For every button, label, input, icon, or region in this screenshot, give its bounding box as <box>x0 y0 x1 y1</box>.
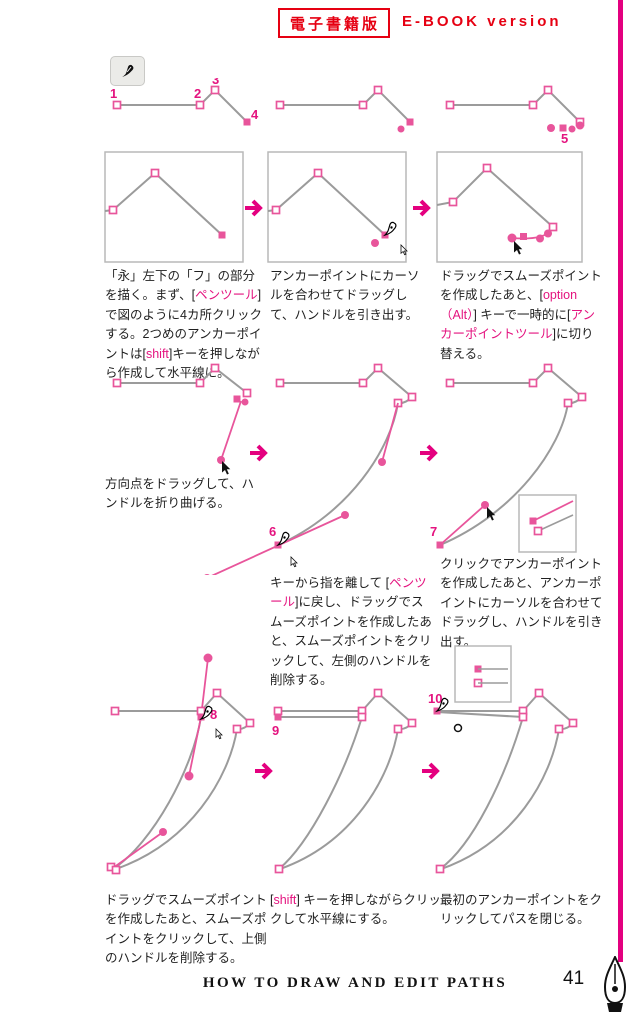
panel-smooth-point-8: 8 <box>106 653 255 875</box>
page-number: 41 <box>563 968 585 989</box>
caption-text: ] キーで一時的に[ <box>473 307 571 322</box>
caption-click-anchor: クリックでアンカーポイントを作成したあと、アンカーポイントにカーソルを合わせてド… <box>440 555 604 652</box>
caption-highlight: shift <box>273 893 297 907</box>
arrow-cursor-icon <box>222 461 231 475</box>
diagram-row-zoom-boxes <box>104 151 583 263</box>
right-arrow-icon <box>248 444 267 462</box>
caption-highlight: option（Alt） <box>440 288 578 322</box>
panel-drag-start <box>275 85 414 133</box>
ebook-version-label: E-BOOK version <box>402 13 562 30</box>
caption-highlight: ペンツール <box>195 288 258 303</box>
caption-text: アンカーポイントにカーソルを合わせてドラッグして、ハンドルを引き出す。 <box>270 269 420 322</box>
caption-text: ]キーを押しながら作成して水平線に。 <box>105 346 260 380</box>
running-title: HOW TO DRAW AND EDIT PATHS <box>202 975 508 991</box>
caption-text: ドラッグでスムーズポイントを作成したあと、[ <box>440 269 602 303</box>
caption-text: ]に戻し、ドラッグでスムーズポイントを作成したあと、スムーズポイントをクリックし… <box>270 595 432 687</box>
page-edge-rule <box>618 0 623 962</box>
caption-highlight: アンカーポイントツール <box>440 307 596 342</box>
caption-text: 方向点をドラッグして、ハンドルを折り曲げる。 <box>105 477 255 511</box>
step-label-5: 5 <box>561 131 568 146</box>
caption-highlight: shift <box>145 346 169 361</box>
right-arrow-icon <box>253 762 272 780</box>
zoom-box-drag <box>267 151 408 263</box>
caption-text: 「永」左下の「フ」の部分を描く。まず、[ <box>105 269 256 303</box>
right-arrow-icon <box>420 762 439 780</box>
pen-nib-cursor-icon <box>277 531 290 546</box>
panel-corner-point-7: 7 <box>430 363 587 553</box>
caption-smooth-point: キーから指を離して [ペンツール]に戻し、ドラッグでスムーズポイントを作成したあ… <box>270 574 434 690</box>
panel-handle-out-5: 5 <box>445 85 585 146</box>
zoom-box-path <box>104 151 244 263</box>
right-arrow-icon <box>243 199 262 217</box>
caption-text: ]に切り替える。 <box>440 327 594 361</box>
caption-text: クリックでアンカーポイントを作成したあと、アンカーポイントにカーソルを合わせてド… <box>440 557 603 649</box>
step-label-7: 7 <box>430 524 437 539</box>
step-label-4: 4 <box>251 107 259 122</box>
step-label-3: 3 <box>212 78 219 87</box>
step-label-10: 10 <box>428 691 442 706</box>
caption-text: ]で図のように4カ所クリックする。2つめのアンカーポイントは[ <box>105 288 262 361</box>
diagram-row-2: 6 7 <box>112 363 587 575</box>
caption-text: ] キーを押しながらクリックして水平線にする。 <box>270 893 441 927</box>
pen-tool-button <box>110 56 145 86</box>
caption-shift-click: [shift] キーを押しながらクリックして水平線にする。 <box>270 891 442 930</box>
caption-steps-1-4: 「永」左下の「フ」の部分を描く。まず、[ペンツール]で図のように4カ所クリックす… <box>105 267 265 383</box>
arrow-cursor-icon <box>290 556 298 568</box>
step-label-8: 8 <box>210 707 217 722</box>
caption-close-path: 最初のアンカーポイントをクリックしてパスを閉じる。 <box>440 891 608 930</box>
caption-text: [ <box>270 893 274 907</box>
caption-text: 最初のアンカーポイントをクリックしてパスを閉じる。 <box>440 893 603 927</box>
diagram-row-1: 1 2 3 4 5 <box>110 78 585 146</box>
caption-fold-handle: 方向点をドラッグして、ハンドルを折り曲げる。 <box>105 475 263 514</box>
pen-nib-icon <box>121 64 133 77</box>
panel-horizontal-close-9: 9 <box>272 688 417 874</box>
step-label-6: 6 <box>269 524 276 539</box>
inset-detail-box <box>454 645 512 703</box>
right-arrow-icon <box>418 444 437 462</box>
panel-close-path-10: 10 <box>428 645 578 874</box>
caption-drag-handle: アンカーポイントにカーソルを合わせてドラッグして、ハンドルを引き出す。 <box>270 267 430 325</box>
inset-detail-box <box>518 494 577 553</box>
caption-anchor-point-tool: ドラッグでスムーズポイントを作成したあと、[option（Alt）] キーで一時… <box>440 267 604 364</box>
step-label-9: 9 <box>272 723 279 738</box>
panel-clicks-1-4: 1 2 3 4 <box>110 78 259 126</box>
caption-delete-upper-handle: ドラッグでスムーズポイントを作成したあと、スムーズポイントをクリックして、上側の… <box>105 891 269 969</box>
panel-fold-handle <box>112 363 252 475</box>
caption-text: キーから指を離して [ <box>270 576 390 590</box>
ebook-badge: 電子書籍版 <box>278 8 391 38</box>
right-arrow-icon <box>411 199 430 217</box>
step-label-2: 2 <box>194 86 201 101</box>
caption-text: ドラッグでスムーズポイントを作成したあと、スムーズポイントをクリックして、上側の… <box>105 893 267 966</box>
fountain-pen-nib-icon <box>603 956 627 1012</box>
diagram-row-3: 8 9 <box>106 645 578 875</box>
panel-smooth-point-6: 6 <box>204 363 417 575</box>
caption-highlight: ペンツール <box>270 576 427 610</box>
arrow-cursor-icon <box>215 728 223 740</box>
zoom-box-bent-handle <box>436 151 583 263</box>
step-label-1: 1 <box>110 86 117 101</box>
close-path-indicator <box>453 723 463 733</box>
